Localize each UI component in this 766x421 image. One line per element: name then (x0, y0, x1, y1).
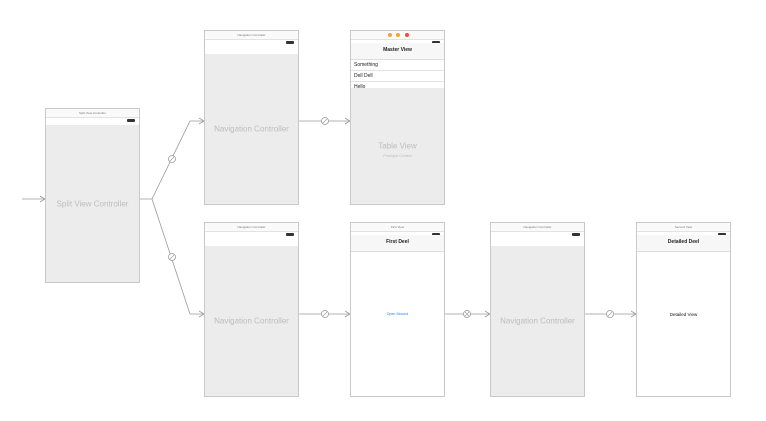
scene-body: Navigation Controller (491, 246, 584, 396)
navigation-controller-scene-bottom[interactable]: Navigation Controller Navigation Control… (204, 222, 299, 397)
scene-title: First View (351, 223, 444, 232)
scene-title: Second View (637, 223, 730, 232)
nav-title: Master View (383, 47, 412, 53)
battery-icon (432, 233, 440, 236)
nav-title: Detailed Deel (667, 239, 700, 245)
exit-icon (405, 33, 409, 37)
open-second-button[interactable]: Open Second (386, 312, 409, 316)
battery-icon (286, 41, 294, 44)
scene-body: Split View Controller (46, 125, 139, 282)
scene-label: Split View Controller (56, 199, 129, 208)
scene-label: Navigation Controller (214, 124, 289, 134)
table-view-sublabel: Prototype Content (383, 154, 412, 158)
battery-icon (432, 41, 440, 44)
navigation-controller-scene-top[interactable]: Navigation Controller Navigation Control… (204, 30, 299, 205)
nav-title: First Deel (386, 239, 409, 245)
view-controller-icon (388, 33, 392, 37)
battery-icon (572, 233, 580, 236)
scene-label: Navigation Controller (500, 316, 575, 326)
table-row[interactable]: Something (351, 60, 444, 71)
nav-bar: First Deel (351, 235, 444, 252)
scene-title: Navigation Controller (205, 223, 298, 232)
master-view-scene[interactable]: Master View Something Dell Dell Hello Ta… (350, 30, 445, 205)
table-row[interactable]: Dell Dell (351, 71, 444, 82)
scene-body: Navigation Controller (205, 54, 298, 204)
scene-dock (351, 31, 444, 40)
split-view-controller-scene[interactable]: Split View Controller Split View Control… (45, 108, 140, 283)
first-responder-icon (396, 33, 400, 37)
nav-bar: Detailed Deel (637, 235, 730, 252)
battery-icon (286, 233, 294, 236)
scene-title: Navigation Controller (491, 223, 584, 232)
table-view[interactable]: Table View Prototype Content (351, 88, 444, 204)
scene-body: Navigation Controller (205, 246, 298, 396)
scene-title: Navigation Controller (205, 31, 298, 40)
battery-icon (127, 119, 135, 122)
detail-label: Detailed View (669, 312, 698, 317)
first-view-scene[interactable]: First View First Deel Open Second (350, 222, 445, 397)
navigation-controller-scene-right[interactable]: Navigation Controller Navigation Control… (490, 222, 585, 397)
scene-label: Navigation Controller (214, 316, 289, 326)
nav-bar: Master View (351, 43, 444, 60)
battery-icon (718, 233, 726, 236)
scene-title: Split View Controller (46, 109, 139, 118)
table-view-label: Table View (378, 141, 417, 151)
second-view-scene[interactable]: Second View Detailed Deel Detailed View (636, 222, 731, 397)
